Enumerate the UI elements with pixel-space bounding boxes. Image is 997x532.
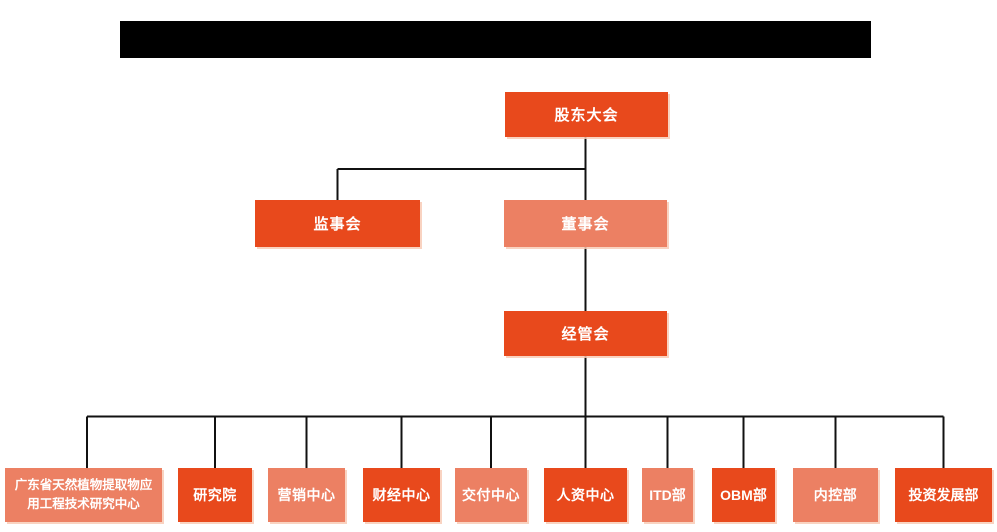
org-node-marketing-center: 营销中心 [268,468,345,522]
org-node-research-institute: 研究院 [178,468,252,522]
org-node-delivery-center: 交付中心 [455,468,527,522]
org-node-hr-center: 人资中心 [544,468,627,522]
org-node-itd-department: ITD部 [642,468,693,522]
org-node-obm-department: OBM部 [712,468,775,522]
org-node-internal-control-department: 内控部 [793,468,878,522]
org-node-management-committee: 经管会 [504,311,667,356]
org-node-board-of-directors: 董事会 [504,200,667,247]
org-node-research-center: 广东省天然植物提取物应 用工程技术研究中心 [5,468,162,522]
org-node-finance-center: 财经中心 [363,468,440,522]
org-node-supervisory-board: 监事会 [255,200,420,247]
redacted-title-bar [120,21,871,58]
org-node-investment-development-department: 投资发展部 [895,468,992,522]
org-node-shareholders-meeting: 股东大会 [505,92,668,137]
